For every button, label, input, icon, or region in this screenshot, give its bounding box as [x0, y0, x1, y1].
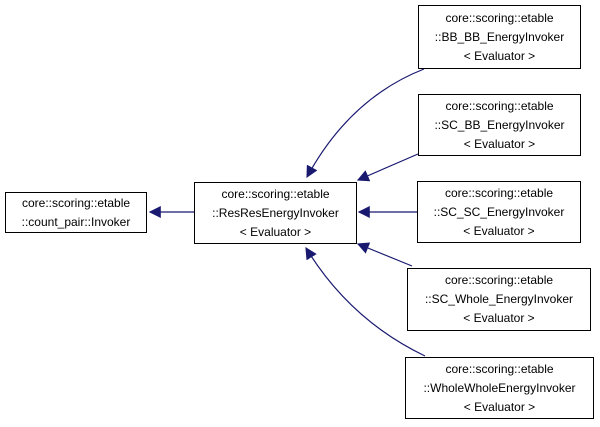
node-line-template: < Evaluator >: [463, 223, 535, 238]
node-line-namespace: core::scoring::etable: [444, 185, 554, 200]
node-line-template: < Evaluator >: [463, 48, 536, 63]
edge-wholewhole-to-resres: [305, 246, 426, 357]
node-line-class: ::count_pair::Invoker: [21, 214, 131, 229]
node-sc-whole-energy-invoker[interactable]: core::scoring::etable ::SC_Whole_EnergyI…: [407, 268, 591, 331]
node-line-class: ::BB_BB_EnergyInvoker: [434, 29, 565, 44]
node-line-template: < Evaluator >: [239, 224, 312, 239]
node-sc-bb-energy-invoker[interactable]: core::scoring::etable ::SC_BB_EnergyInvo…: [418, 94, 581, 156]
node-wholewhole-energy-invoker[interactable]: core::scoring::etable ::WholeWholeEnergy…: [405, 357, 594, 419]
node-line-namespace: core::scoring::etable: [21, 195, 131, 210]
node-line-namespace: core::scoring::etable: [221, 186, 330, 201]
node-line-class: ::WholeWholeEnergyInvoker: [423, 380, 576, 395]
node-line-class: ::SC_Whole_EnergyInvoker: [424, 292, 574, 306]
node-line-class: ::ResResEnergyInvoker: [212, 205, 339, 220]
edge-sc-bb-to-resres: [356, 153, 419, 182]
node-resres-energy-invoker[interactable]: core::scoring::etable ::ResResEnergyInvo…: [194, 182, 357, 244]
node-line-template: < Evaluator >: [463, 136, 536, 151]
node-line-namespace: core::scoring::etable: [445, 361, 554, 376]
node-bb-bb-energy-invoker[interactable]: core::scoring::etable ::BB_BB_EnergyInvo…: [418, 5, 581, 69]
node-count-pair-invoker[interactable]: core::scoring::etable ::count_pair::Invo…: [5, 192, 147, 233]
node-line-class: ::SC_BB_EnergyInvoker: [434, 117, 565, 132]
node-line-template: < Evaluator >: [463, 399, 536, 414]
node-line-namespace: core::scoring::etable: [444, 273, 554, 287]
node-line-namespace: core::scoring::etable: [445, 10, 554, 25]
node-line-class: ::SC_SC_EnergyInvoker: [433, 204, 565, 219]
edge-sc-whole-to-resres: [356, 242, 413, 267]
edge-bb-bb-to-resres: [306, 68, 425, 179]
node-line-template: < Evaluator >: [463, 311, 535, 325]
node-sc-sc-energy-invoker[interactable]: core::scoring::etable ::SC_SC_EnergyInvo…: [417, 181, 581, 243]
node-line-namespace: core::scoring::etable: [445, 98, 554, 113]
